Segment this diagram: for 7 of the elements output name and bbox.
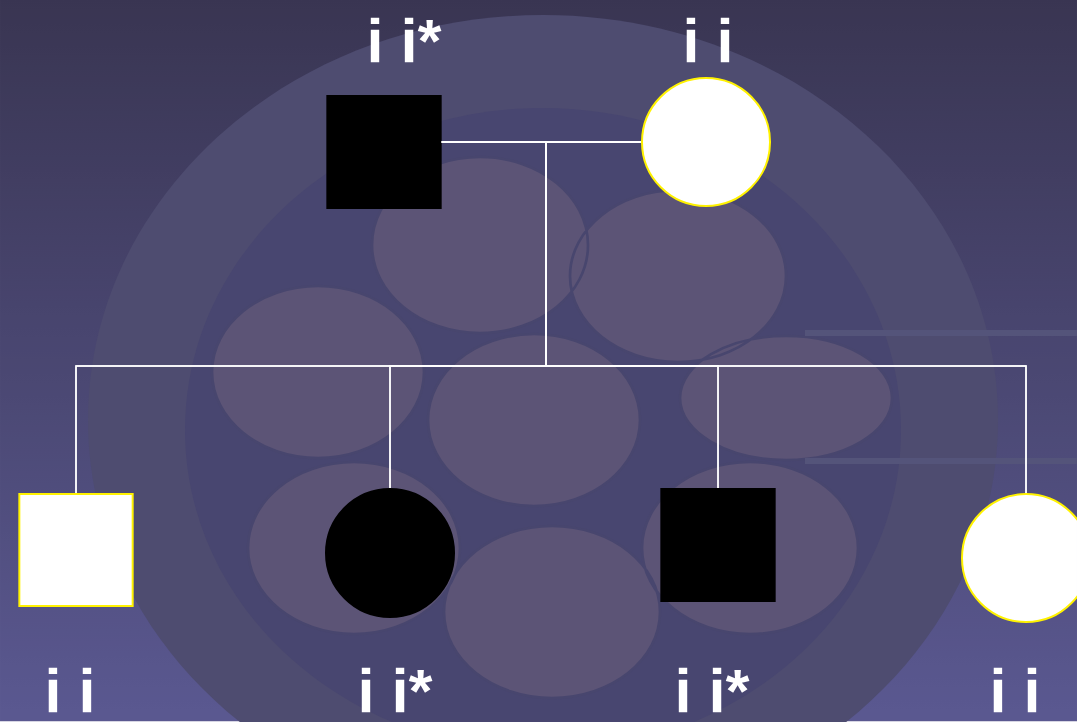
genotype-label: i i: [993, 667, 1037, 713]
pedigree-line: [545, 141, 1027, 494]
genotype-label: i i: [686, 17, 730, 63]
genotype-label: i i*: [370, 17, 442, 63]
genotype-label: i i: [48, 667, 92, 713]
genotype-label: i i*: [361, 667, 433, 713]
genotype-label: i i*: [678, 667, 750, 713]
